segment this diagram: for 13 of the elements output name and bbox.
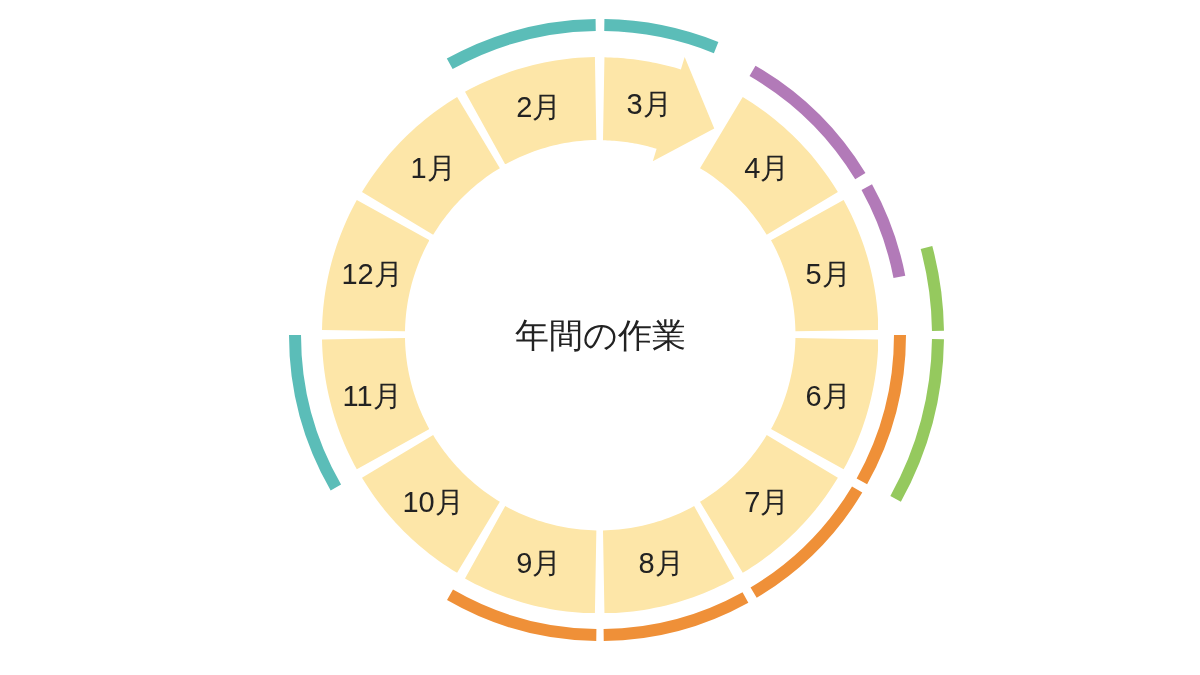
month-label: 9月 bbox=[516, 548, 562, 578]
month-label: 3月 bbox=[626, 89, 672, 119]
month-label: 5月 bbox=[805, 259, 851, 289]
month-label: 6月 bbox=[805, 381, 851, 411]
month-label: 12月 bbox=[341, 259, 403, 289]
month-label: 8月 bbox=[638, 548, 684, 578]
month-label: 2月 bbox=[516, 92, 562, 122]
month-label: 11月 bbox=[342, 381, 402, 411]
month-label: 1月 bbox=[410, 153, 456, 183]
month-label: 4月 bbox=[744, 153, 790, 183]
center-title: 年間の作業 bbox=[514, 318, 686, 352]
month-label: 10月 bbox=[402, 487, 464, 517]
month-label: 7月 bbox=[744, 487, 790, 517]
